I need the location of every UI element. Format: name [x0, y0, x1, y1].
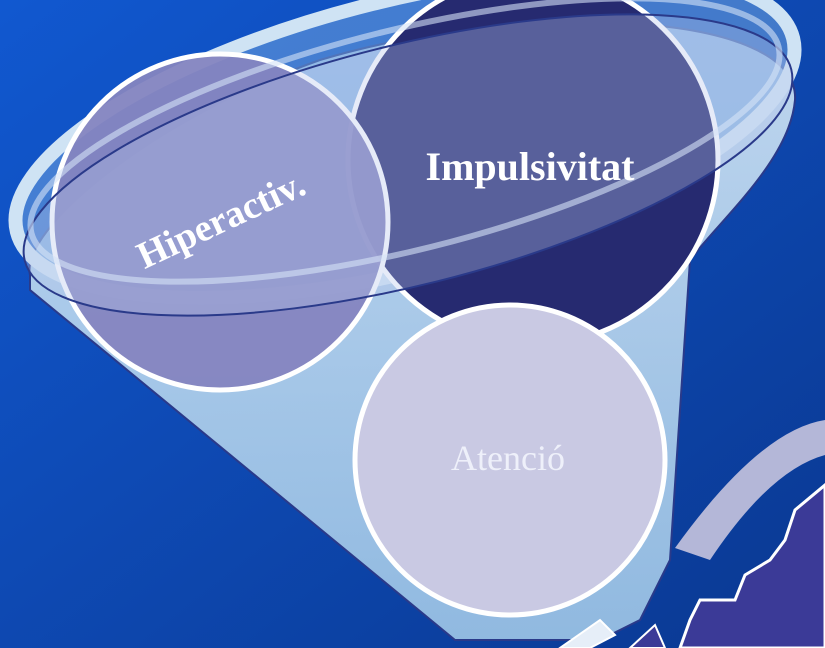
funnel-rim-highlight	[27, 0, 783, 285]
atencio-label: Atenció	[451, 438, 565, 478]
funnel-neck	[558, 618, 617, 648]
funnel-rim-front	[22, 13, 794, 317]
impulsivitat-label: Impulsivitat	[426, 144, 636, 189]
funnel-neck-arrow	[628, 623, 667, 648]
gear-icon	[678, 483, 825, 648]
atencio-circle	[352, 302, 668, 618]
decorative-arc	[675, 420, 825, 560]
